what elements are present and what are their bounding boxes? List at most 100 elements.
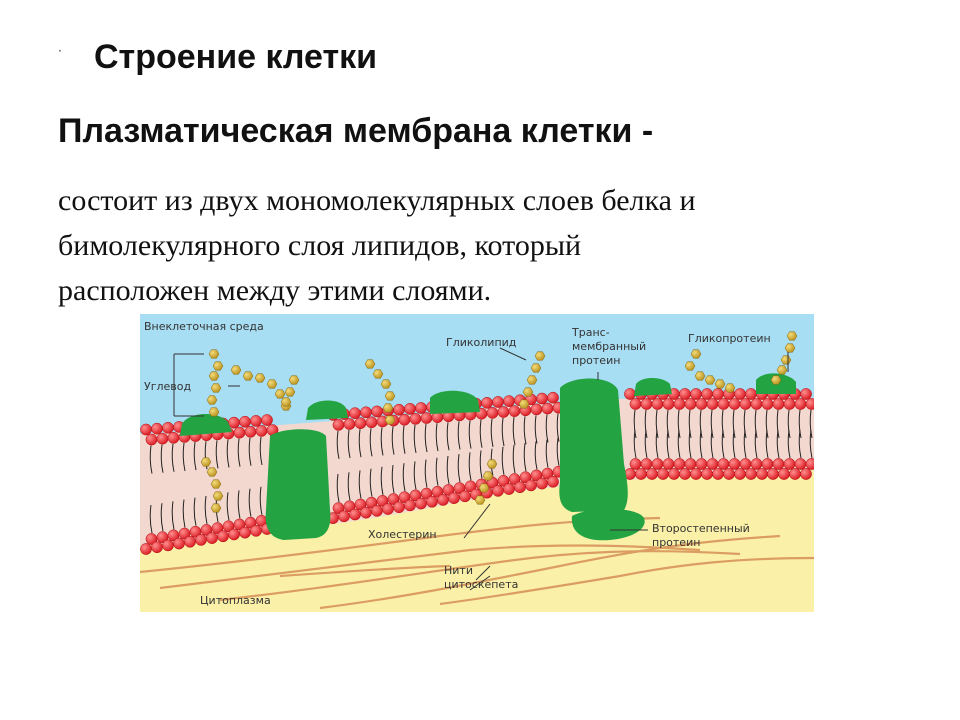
lipid-head [690, 468, 702, 480]
lipid-tail [336, 474, 340, 503]
lipid-tail [765, 409, 769, 439]
lipid-head [426, 495, 438, 508]
lipid-head [492, 396, 504, 408]
lipid-head [508, 405, 521, 417]
body-line: состоит из двух мономолекулярных слоев б… [58, 184, 696, 217]
surface-protein-4 [634, 378, 672, 396]
lipid-tail [490, 418, 494, 447]
sugar-unit [384, 391, 396, 401]
sugar-unit [780, 355, 792, 365]
lipid-head [761, 398, 774, 410]
slide-subheading: Плазматическая мембрана клетки - [58, 112, 654, 150]
cytoplasm-edge [140, 470, 814, 612]
sugar-unit [284, 387, 296, 397]
sugar-unit [786, 331, 798, 341]
lipid-head [332, 419, 345, 431]
lipid-tail [776, 429, 780, 459]
lipid-head [712, 468, 724, 480]
lipid-head [701, 468, 713, 480]
lipid-head [404, 403, 416, 415]
lipid-tail [732, 409, 736, 439]
lipid-tail [226, 439, 230, 468]
lipid-tail [523, 443, 527, 472]
body-line: расположен между этими слоями. [58, 274, 492, 307]
lipid-head [503, 395, 515, 407]
lipid-head [393, 403, 405, 416]
lipid-tail [655, 429, 659, 459]
lipid-head [679, 468, 691, 480]
lipid-head [745, 468, 757, 480]
membrane-diagram: Внеклеточная среда Углевод Гликолипид Тр… [140, 314, 814, 612]
lipid-tail [710, 429, 714, 459]
lipid-head [239, 526, 251, 539]
lipid-head [668, 468, 680, 480]
sugar-unit [380, 379, 392, 389]
lipid-tail [204, 495, 208, 525]
lipid-head [233, 426, 246, 439]
sugar-unit [474, 495, 486, 505]
sugar-unit [384, 415, 396, 425]
lipid-head [536, 477, 548, 490]
lipid-head [679, 388, 691, 400]
lipid-tail [556, 437, 560, 466]
lipid-tail [644, 409, 648, 439]
lipid-head [739, 458, 752, 470]
lipid-tail [809, 409, 813, 439]
lipid-head [646, 468, 658, 480]
lipid-tail [655, 409, 659, 439]
lipid-head [695, 458, 708, 470]
sugar-unit [210, 503, 222, 513]
lipid-tail [776, 409, 780, 439]
lipid-head [706, 398, 719, 410]
lipid-tail [160, 444, 164, 473]
lipid-head [398, 413, 411, 426]
lipid-head [151, 422, 163, 435]
lipid-head [794, 398, 807, 410]
lipid-tail [435, 423, 439, 452]
lipid-head [778, 468, 790, 480]
lipid-head [140, 423, 152, 436]
lipid-head [250, 415, 262, 427]
lipid-head [497, 406, 510, 418]
lipid-head [250, 524, 262, 537]
lipid-tail [754, 409, 758, 439]
sugar-unit [704, 375, 716, 385]
sugar-unit [482, 471, 494, 481]
lipid-tail [512, 417, 516, 446]
lipid-head [717, 398, 730, 410]
sugar-unit [526, 375, 538, 385]
sugar-unit [288, 375, 300, 385]
lipid-tail [248, 437, 252, 466]
lipid-tail [743, 429, 747, 459]
lipid-head [541, 402, 554, 415]
sugar-unit [776, 365, 788, 375]
lipid-tail [545, 439, 549, 468]
lipid-head [228, 416, 240, 429]
lipid-head [723, 468, 735, 480]
lipid-head [662, 398, 675, 410]
lipid-head [486, 406, 499, 419]
lipid-tail [237, 438, 241, 467]
lipid-tail [721, 409, 725, 439]
lipid-head [684, 458, 697, 470]
lipid-tail [534, 441, 538, 470]
lipid-tail [457, 454, 461, 483]
lipid-head [404, 499, 416, 512]
sugar-unit [274, 389, 286, 399]
lipid-head [459, 490, 471, 503]
lipid-head [195, 534, 207, 546]
label-extracellular: Внеклеточная среда [144, 320, 264, 333]
label-carbohydrate: Углевод [144, 380, 191, 393]
sugar-unit [784, 343, 796, 353]
sugar-unit [208, 349, 220, 359]
lipid-tail [765, 429, 769, 459]
lipid-head [151, 541, 163, 554]
sugar-unit [694, 371, 706, 381]
lipid-head [772, 458, 785, 470]
lipid-tail [369, 428, 373, 457]
lipid-head [173, 537, 185, 550]
lipid-head [690, 388, 702, 400]
slide-heading: Строение клетки [94, 38, 378, 76]
lipid-head [206, 532, 218, 544]
lipid-head [261, 414, 273, 426]
